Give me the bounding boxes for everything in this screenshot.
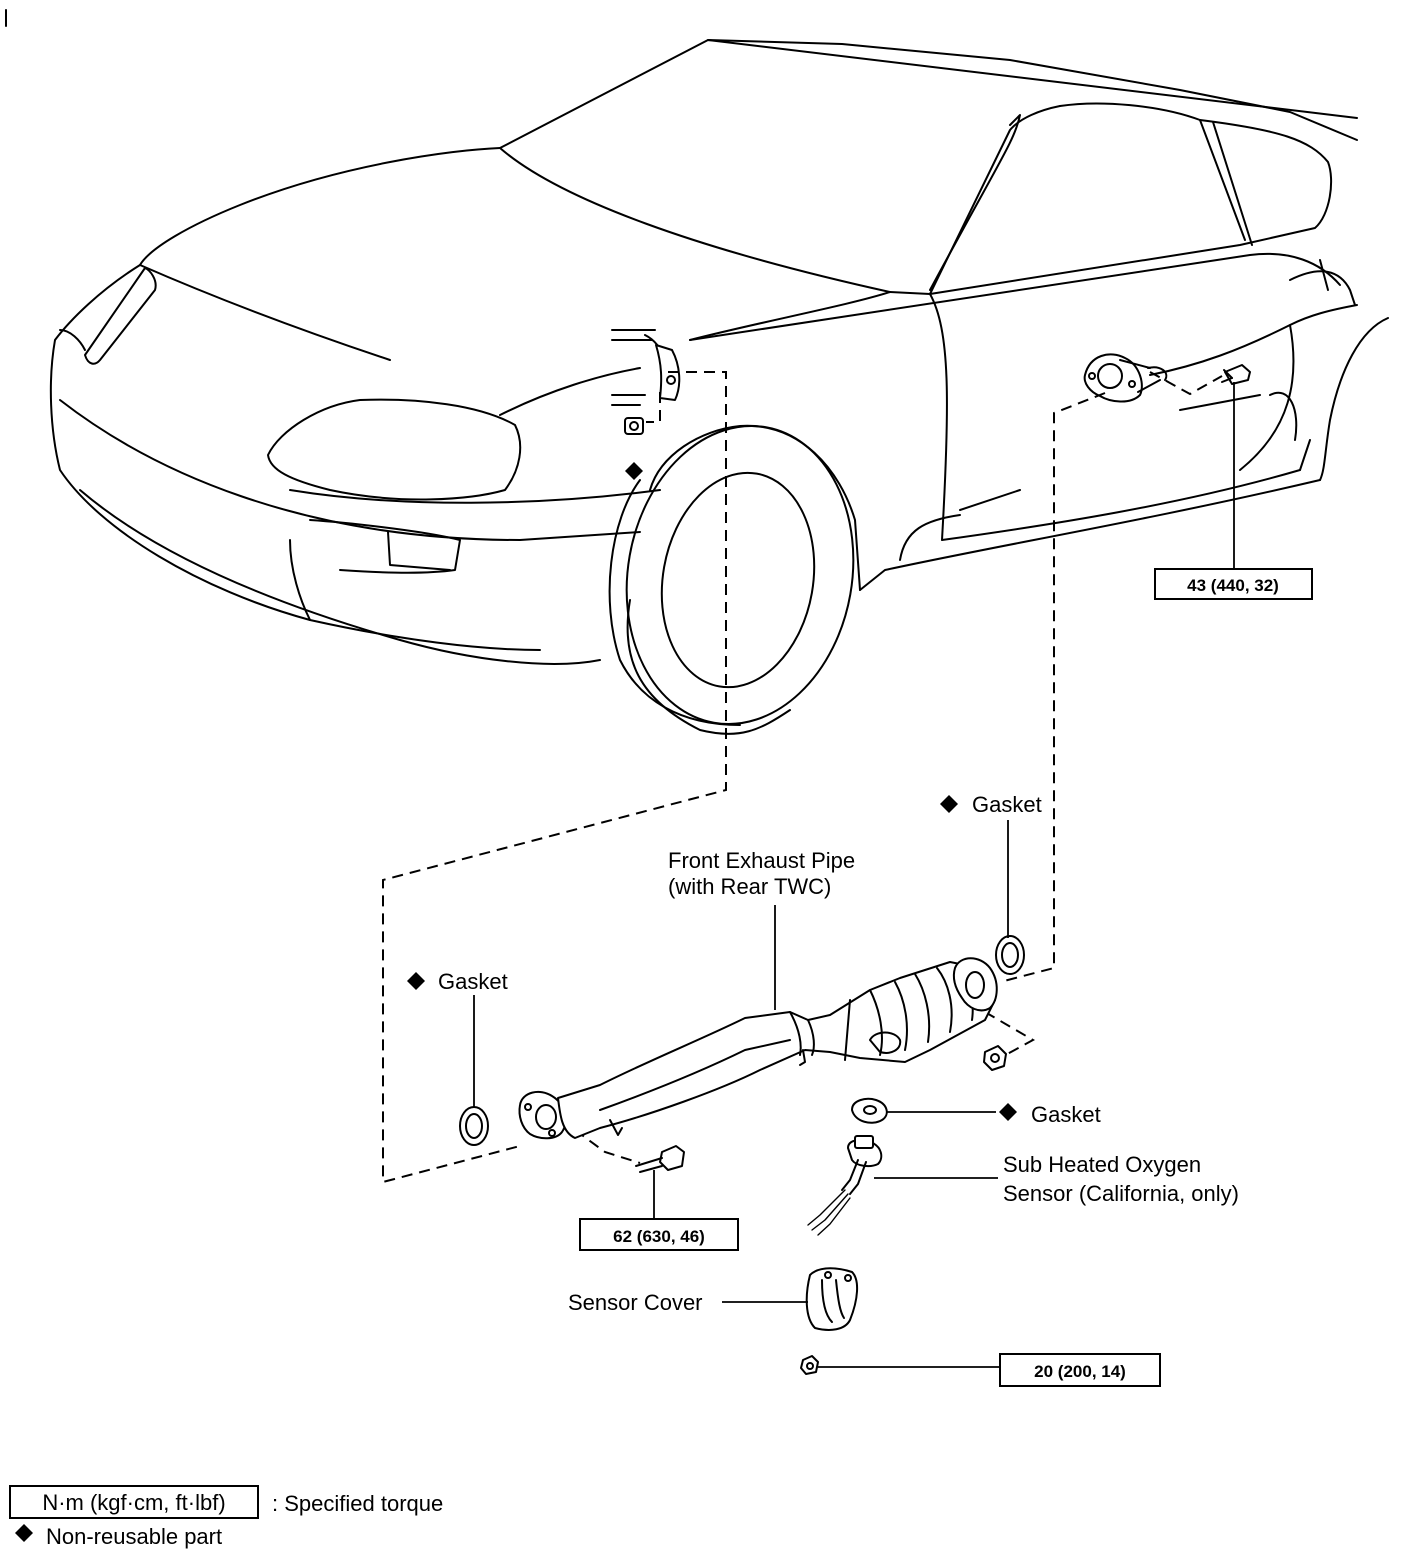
sub-sensor-text-1: Sub Heated Oxygen	[1003, 1152, 1201, 1177]
gasket-sensor-illustration	[851, 1097, 888, 1124]
legend-torque-desc: : Specified torque	[272, 1491, 443, 1516]
gasket-upper-right-illustration	[995, 935, 1025, 975]
gasket-sensor-label: Gasket	[999, 1102, 1101, 1127]
legend-torque-units: N·m (kgf·cm, ft·lbf)	[42, 1490, 225, 1515]
sensor-cover-label: Sensor Cover	[568, 1290, 703, 1315]
front-exhaust-pipe-text-2: (with Rear TWC)	[668, 874, 831, 899]
front-exhaust-pipe-illustration	[518, 957, 1007, 1140]
front-flange-bolt-illustration	[635, 1145, 685, 1173]
leader-lines	[473, 382, 1235, 1368]
torque-box-sensor-cover: 20 (200, 14)	[999, 1353, 1161, 1387]
torque-sensor-cover-text: 20 (200, 14)	[1034, 1362, 1126, 1381]
gasket-sensor-text: Gasket	[1031, 1102, 1101, 1127]
gasket-upper-right-label: Gasket	[940, 792, 1042, 817]
nonreusable-diamond-icon	[15, 1524, 33, 1542]
gasket-upper-right-text: Gasket	[972, 792, 1042, 817]
sub-sensor-text-2: Sensor (California, only)	[1003, 1181, 1239, 1206]
alignment-dashed-lines	[382, 371, 1223, 1184]
sub-sensor-label: Sub Heated Oxygen Sensor (California, on…	[1003, 1152, 1239, 1206]
torque-box-rear-flange: 43 (440, 32)	[1154, 568, 1313, 600]
front-exhaust-pipe-text-1: Front Exhaust Pipe	[668, 848, 855, 873]
front-exhaust-pipe-label: Front Exhaust Pipe (with Rear TWC)	[668, 848, 855, 899]
gasket-left-illustration	[459, 1106, 489, 1146]
sensor-cover-illustration	[805, 1267, 858, 1331]
torque-front-flange-text: 62 (630, 46)	[613, 1227, 705, 1246]
legend-nonreusable-desc: Non-reusable part	[46, 1524, 222, 1549]
sub-oxygen-sensor-illustration	[807, 1135, 883, 1236]
gasket-left-label: Gasket	[407, 969, 508, 994]
gasket-left-text: Gasket	[438, 969, 508, 994]
torque-box-front-flange: 62 (630, 46)	[579, 1218, 739, 1251]
legend: N·m (kgf·cm, ft·lbf) : Specified torque …	[9, 1485, 443, 1549]
torque-rear-flange-text: 43 (440, 32)	[1187, 576, 1279, 595]
car-body-illustration	[5, 9, 1389, 735]
sensor-cover-text: Sensor Cover	[568, 1290, 703, 1315]
sensor-cover-nut-illustration	[800, 1355, 819, 1375]
